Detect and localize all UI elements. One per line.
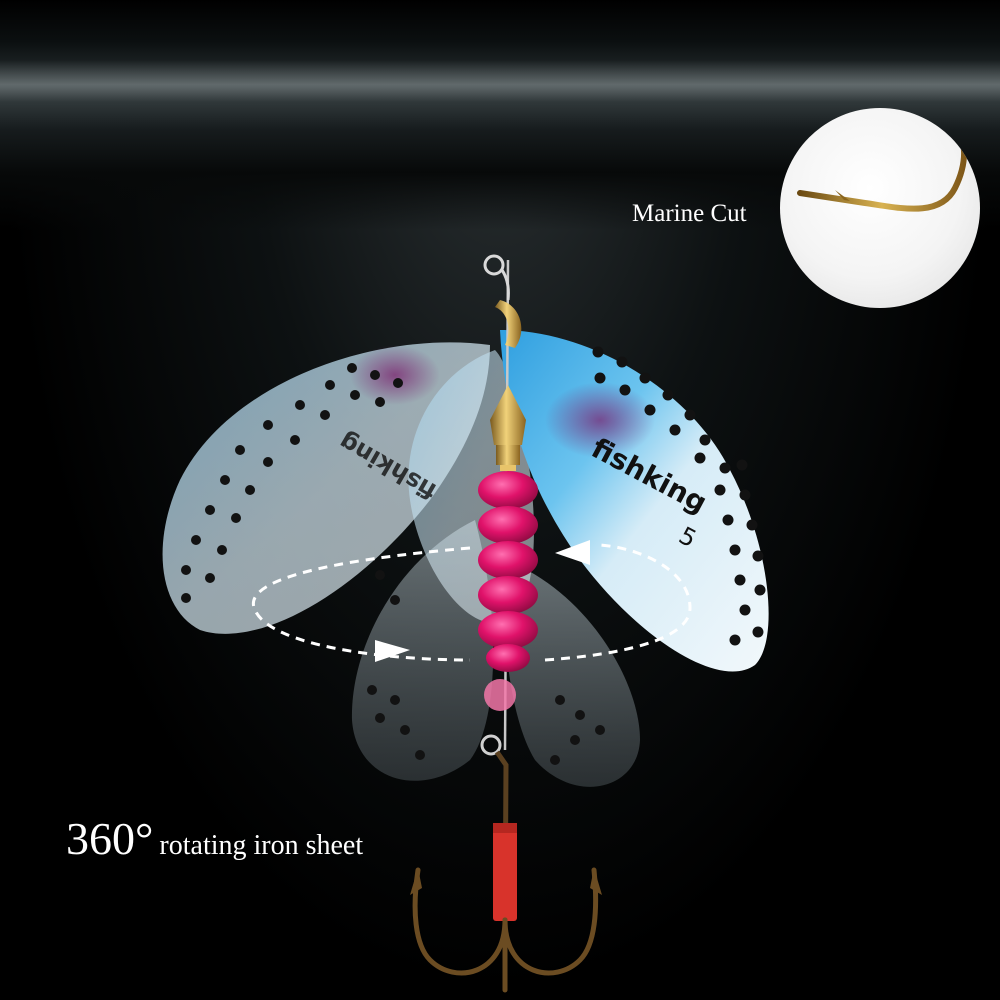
hook-barbs (410, 868, 602, 895)
ghost-blade-left (162, 342, 490, 634)
clevis (495, 300, 522, 348)
main-blade-dots (592, 346, 766, 646)
brass-cone (490, 385, 526, 420)
ghost-blade-dots (181, 363, 605, 765)
hook-point-closeup (797, 110, 968, 212)
rotation-arrowhead-upper (555, 540, 590, 565)
ghost-blade-lower-right (503, 560, 640, 787)
rotation-degrees: 360° (66, 813, 154, 864)
rotation-caption: rotating iron sheet (159, 830, 364, 861)
marine-cut-label: Marine Cut (632, 200, 747, 227)
pink-bead-body (478, 471, 538, 711)
lower-swivel (480, 734, 502, 756)
swivel-eye (483, 254, 510, 301)
treble-hook (412, 867, 599, 993)
red-sleeve (493, 823, 517, 921)
rotation-arrowhead-lower (375, 640, 410, 662)
marine-cut-inset (780, 108, 980, 308)
rotating-sheet-label: 360°rotating iron sheet (66, 812, 363, 865)
